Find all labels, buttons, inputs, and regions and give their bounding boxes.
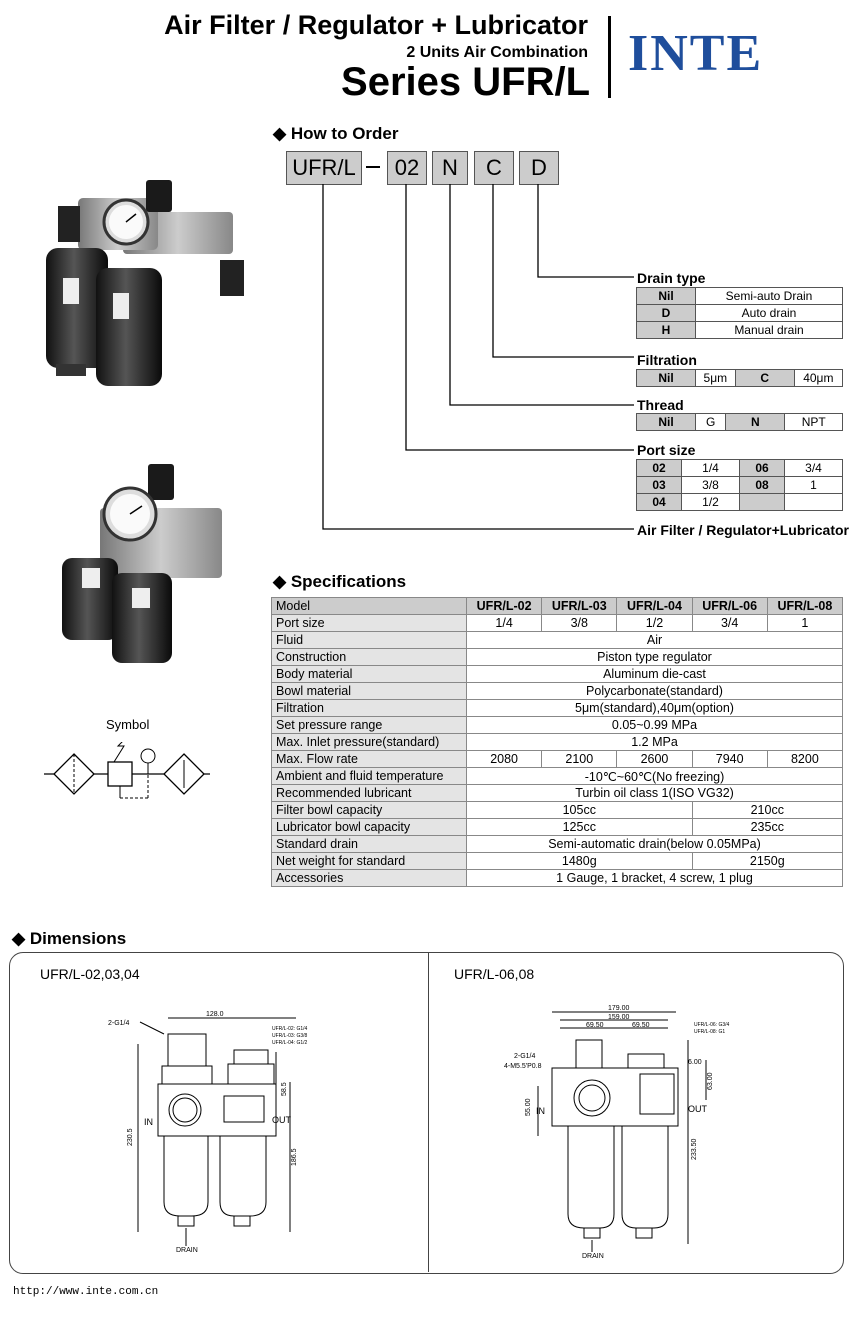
svg-text:6.00: 6.00 — [688, 1059, 702, 1066]
svg-text:IN: IN — [144, 1117, 153, 1127]
svg-text:55.00: 55.00 — [525, 1098, 532, 1116]
svg-text:69.50: 69.50 — [586, 1022, 604, 1029]
dim-drawing-left: 128.0 2-G1/4 UFR/L-02: G1/4 UFR/L-03: G3… — [108, 1011, 308, 1254]
svg-text:DRAIN: DRAIN — [176, 1247, 198, 1254]
svg-text:IN: IN — [536, 1106, 545, 1116]
diamond-icon: ◆ — [12, 929, 26, 948]
svg-text:UFR/L-03: G3/8: UFR/L-03: G3/8 — [272, 1033, 308, 1039]
code-port: 02 — [387, 151, 427, 185]
svg-text:159.00: 159.00 — [608, 1014, 630, 1021]
diamond-icon: ◆ — [273, 572, 287, 591]
symbol-label: Symbol — [106, 717, 150, 732]
svg-text:230.5: 230.5 — [127, 1128, 134, 1146]
svg-text:DRAIN: DRAIN — [582, 1253, 604, 1260]
pneumatic-symbol — [44, 742, 210, 799]
code-filtration: C — [474, 151, 514, 185]
svg-text:233.50: 233.50 — [691, 1138, 698, 1160]
dimensions-heading: ◆ Dimensions — [12, 929, 127, 948]
svg-text:UFR/L-08: G1: UFR/L-08: G1 — [694, 1029, 725, 1035]
table-row: Max. Inlet pressure(standard)1.2 MPa — [271, 733, 843, 751]
diamond-icon: ◆ — [273, 124, 287, 143]
specifications-heading: ◆ Specifications — [273, 572, 407, 591]
svg-text:OUT: OUT — [688, 1104, 708, 1114]
table-row: Ambient and fluid temperature-10℃~60℃(No… — [271, 767, 843, 785]
svg-text:UFR/L-04: G1/2: UFR/L-04: G1/2 — [272, 1040, 308, 1046]
page-subtitle: 2 Units Air Combination — [406, 44, 588, 61]
product-photo-large — [46, 180, 244, 386]
code-series: UFR/L — [286, 151, 362, 185]
svg-text:2-G1/4: 2-G1/4 — [108, 1020, 130, 1027]
svg-text:186.5: 186.5 — [291, 1148, 298, 1166]
svg-text:UFR/L-02: G1/4: UFR/L-02: G1/4 — [272, 1026, 308, 1032]
thread-title: Thread — [637, 397, 684, 413]
order-leader-lines — [322, 184, 634, 530]
product-label: Air Filter / Regulator+Lubricator — [637, 522, 849, 538]
svg-text:2-G1/4: 2-G1/4 — [514, 1053, 536, 1060]
page-title: Air Filter / Regulator + Lubricator — [164, 10, 588, 40]
svg-text:128.0: 128.0 — [206, 1011, 224, 1018]
drain-type-title: Drain type — [637, 270, 706, 286]
svg-text:63.00: 63.00 — [707, 1072, 714, 1090]
dim-drawing-right: 179.00 159.00 69.50 69.50 UFR/L-06: G3/4… — [504, 1005, 730, 1260]
svg-text:179.00: 179.00 — [608, 1005, 630, 1012]
dimensions-frame — [9, 952, 844, 1274]
how-to-order-heading: ◆ How to Order — [273, 124, 399, 143]
svg-text:4-M5.5'P0.8: 4-M5.5'P0.8 — [504, 1063, 542, 1070]
svg-text:OUT: OUT — [272, 1115, 292, 1125]
filtration-title: Filtration — [637, 352, 697, 368]
series-title: Series UFR/L — [341, 60, 590, 104]
svg-text:UFR/L-06: G3/4: UFR/L-06: G3/4 — [694, 1022, 730, 1028]
svg-text:69.50: 69.50 — [632, 1022, 650, 1029]
footer-url[interactable]: http://www.inte.com.cn — [13, 1286, 159, 1298]
brand-logo: INTE — [628, 25, 764, 82]
dim-right-title: UFR/L-06,08 — [454, 966, 535, 982]
product-photo-small — [62, 464, 222, 663]
dimensions-divider — [428, 953, 429, 1272]
code-dash — [366, 166, 380, 168]
port-size-title: Port size — [637, 442, 696, 458]
code-drain: D — [519, 151, 559, 185]
svg-text:58.5: 58.5 — [281, 1082, 288, 1096]
dim-left-title: UFR/L-02,03,04 — [40, 966, 140, 982]
header-divider — [608, 16, 611, 98]
